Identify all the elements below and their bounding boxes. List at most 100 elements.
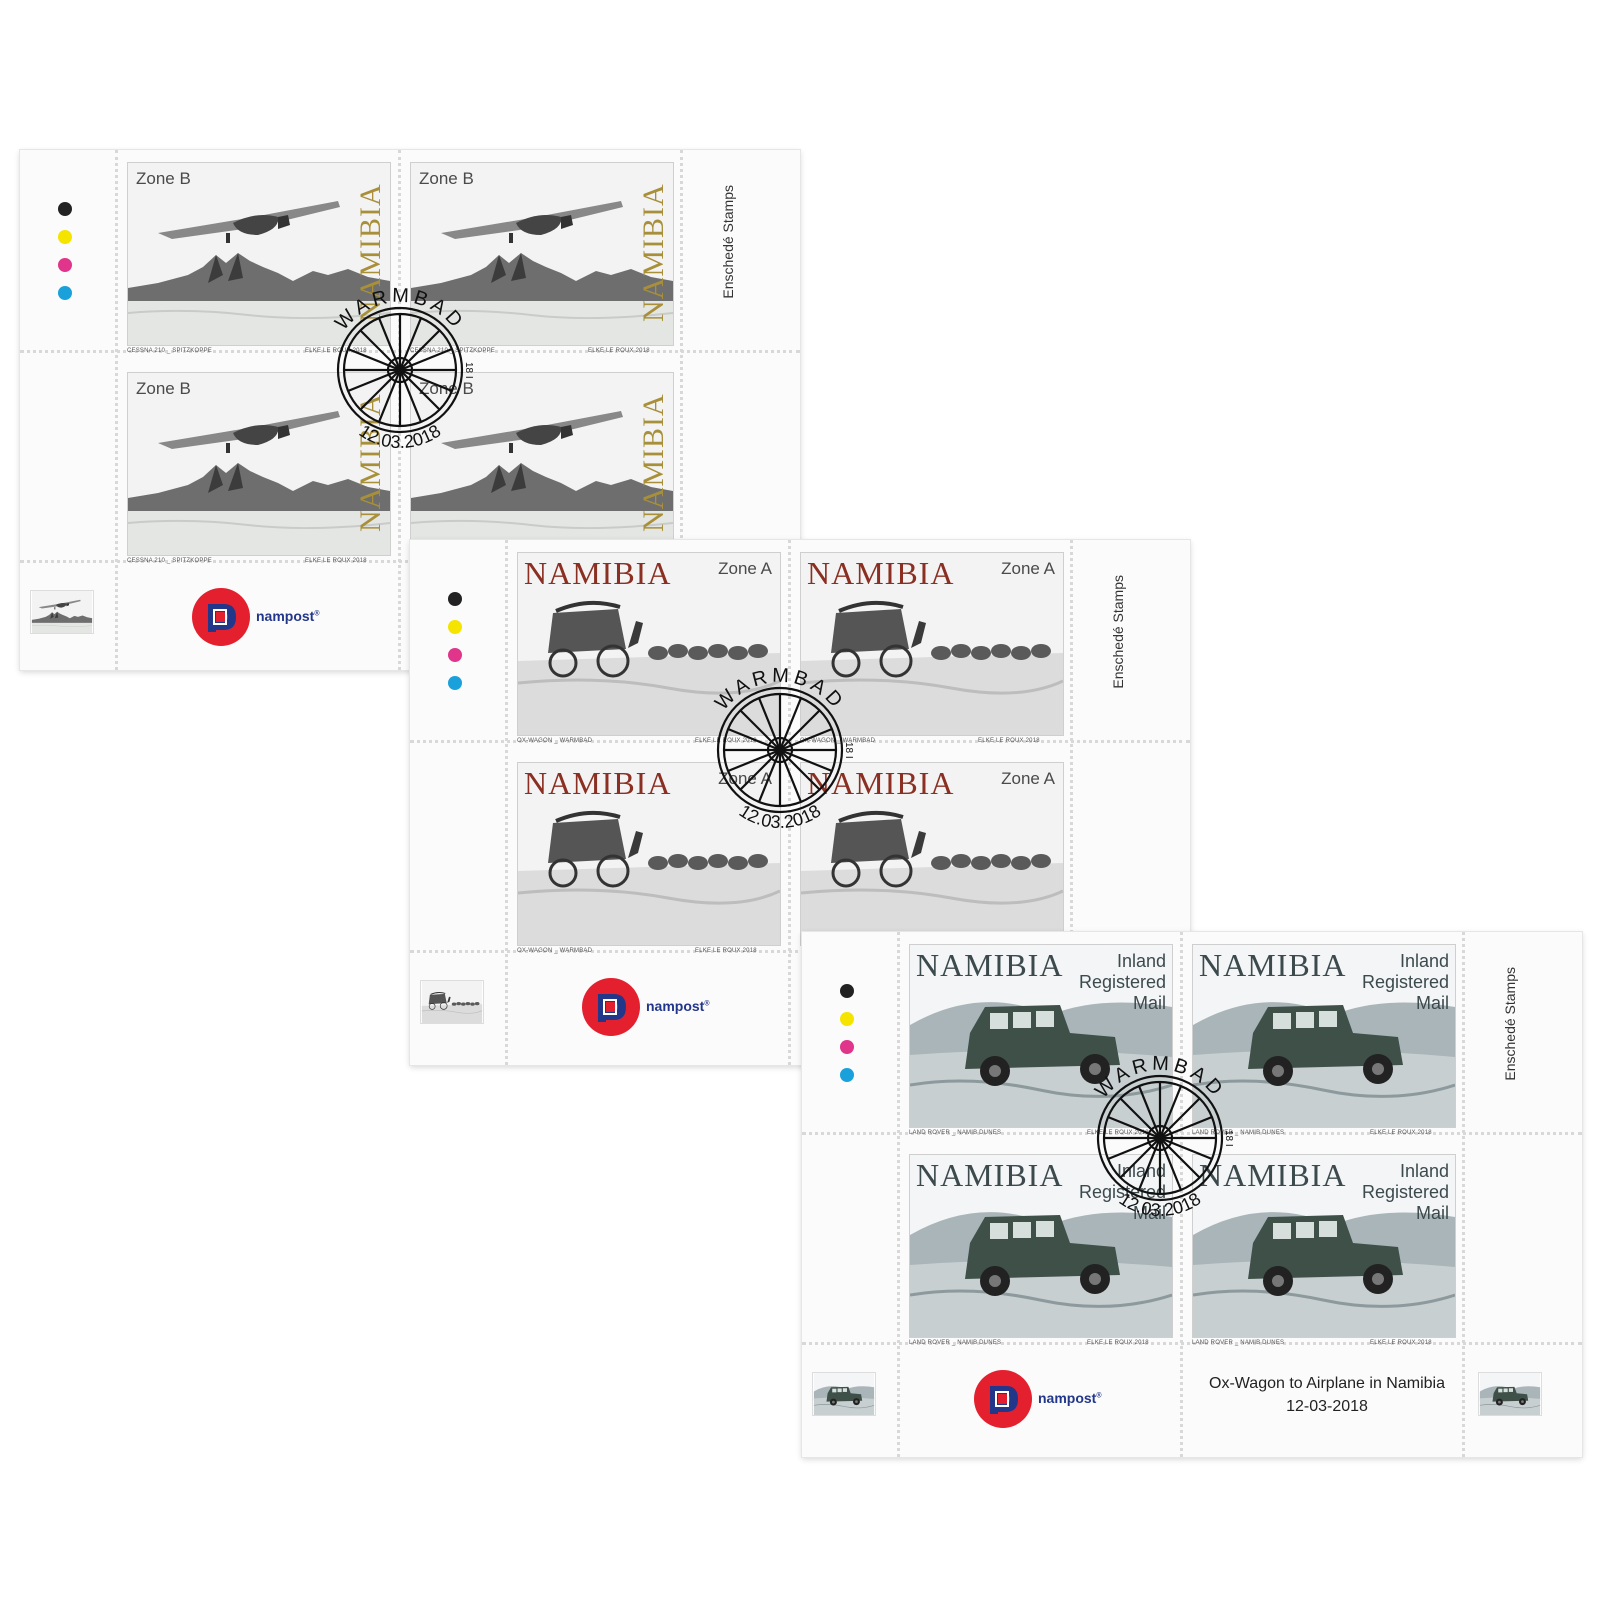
color-bar-yellow [448,620,462,634]
stamp: NAMIBIA Inland Registered Mail [1192,944,1456,1128]
artist-caption: ELKE LE ROUX 2018 [1087,1130,1149,1136]
service-label: Inland Registered Mail [1079,1161,1166,1224]
perforation-vertical [1180,932,1183,1457]
stamp: NAMIBIA Zone A [517,552,781,736]
country-name: NAMIBIA [354,183,387,323]
zone-label: Zone B [136,379,191,398]
country-name: NAMIBIA [524,555,672,591]
color-bar-yellow [840,1012,854,1026]
nampost-icon [990,1386,1018,1414]
zone-label: Zone B [419,379,474,398]
service-label-line: Registered [1361,1182,1449,1202]
artist-caption: ELKE LE ROUX 2018 [695,948,757,954]
service-label-line: Inland [1399,1161,1449,1181]
cessna-aircraft-illustration [411,163,673,345]
artist-caption: ELKE LE ROUX 2018 [305,348,367,354]
stamp: NAMIBIA Zone A [800,552,1064,736]
perforation-vertical [897,932,900,1457]
color-bar-yellow [58,230,72,244]
artist-caption: ELKE LE ROUX 2018 [978,738,1040,744]
service-label: Inland Registered Mail [1362,951,1449,1014]
subject-caption: LAND ROVER _ NAMIB DUNES [909,1130,1002,1136]
country-name: NAMIBIA [524,765,672,801]
issue-title: Ox-Wagon to Airplane in Namibia [1209,1375,1445,1392]
zone-label: Zone B [419,169,474,188]
service-label-line: Inland [1116,951,1166,971]
nampost-wordmark: nampost® [256,608,320,624]
country-name: NAMIBIA [916,1157,1064,1193]
service-label: Inland Registered Mail [1079,951,1166,1014]
subject-caption: OX-WAGON _ WARMBAD [517,948,593,954]
perforation-horizontal [802,1342,1582,1345]
miniature-artwork [813,1373,875,1415]
subject-caption: OX-WAGON _ WARMBAD [517,738,593,744]
stamp: Zone B NAMIBIA [127,162,391,346]
stamp: NAMIBIA Inland Registered Mail [909,1154,1173,1338]
perforation-vertical [788,540,791,1065]
perforation-vertical [115,150,118,670]
artist-caption: ELKE LE ROUX 2018 [1087,1340,1149,1346]
nampost-icon [598,994,626,1022]
miniature-artwork [31,591,93,633]
zone-label: Zone B [136,169,191,188]
service-label: Inland Registered Mail [1362,1161,1449,1224]
perforation-vertical [680,150,683,670]
subject-caption: LAND ROVER _ NAMIB DUNES [1192,1340,1285,1346]
subject-caption: OX-WAGON _ WARMBAD [800,738,876,744]
country-name: NAMIBIA [1199,1157,1347,1193]
color-bar-black [58,202,72,216]
artist-caption: ELKE LE ROUX 2018 [588,348,650,354]
country-name: NAMIBIA [807,555,955,591]
service-label-line: Registered [1361,972,1449,992]
zone-label: Zone A [718,559,772,578]
subject-caption: LAND ROVER _ NAMIB DUNES [909,1340,1002,1346]
service-label-line: Mail [1132,993,1166,1013]
stamp: Zone B NAMIBIA [410,372,674,556]
nampost-logo [974,1370,1032,1428]
stamp: NAMIBIA Zone A [517,762,781,946]
miniature-thumbnail [420,980,484,1024]
printer-imprint: Enschedé Stamps [1110,575,1126,689]
color-bar-magenta [448,648,462,662]
stamp: Zone B NAMIBIA [410,162,674,346]
service-label-line: Mail [1415,1203,1449,1223]
artist-caption: ELKE LE ROUX 2018 [1370,1340,1432,1346]
cessna-aircraft-illustration [128,163,390,345]
service-label-line: Registered [1078,1182,1166,1202]
country-name: NAMIBIA [807,765,955,801]
cessna-aircraft-illustration [411,373,673,555]
zone-label: Zone A [718,769,772,788]
service-label-line: Mail [1132,1203,1166,1223]
color-bar-cyan [840,1068,854,1082]
perforation-vertical [398,150,401,670]
nampost-logo [582,978,640,1036]
perforation-vertical [1462,932,1465,1457]
color-bar-magenta [58,258,72,272]
service-label-line: Mail [1415,993,1449,1013]
subject-caption: CESSNA 210 _ SPITZKOPPE [127,558,212,564]
nampost-icon [208,604,236,632]
artist-caption: ELKE LE ROUX 2018 [695,738,757,744]
subject-caption: CESSNA 210 _ SPITZKOPPE [410,348,495,354]
service-label-line: Inland [1399,951,1449,971]
country-name: NAMIBIA [916,947,1064,983]
zone-label: Zone A [1001,559,1055,578]
printer-imprint: Enschedé Stamps [720,185,736,299]
issue-date: 12-03-2018 [1286,1398,1368,1415]
color-bar-magenta [840,1040,854,1054]
country-name: NAMIBIA [1199,947,1347,983]
color-bar-cyan [58,286,72,300]
issue-caption: Ox-Wagon to Airplane in Namibia 12-03-20… [1192,1372,1462,1418]
artist-caption: ELKE LE ROUX 2018 [1370,1130,1432,1136]
service-label-line: Registered [1078,972,1166,992]
miniature-artwork [1479,1373,1541,1415]
miniature-thumbnail [812,1372,876,1416]
country-name: NAMIBIA [354,393,387,533]
nampost-wordmark: nampost® [1038,1390,1102,1406]
stamp: NAMIBIA Inland Registered Mail [1192,1154,1456,1338]
printer-imprint: Enschedé Stamps [1502,967,1518,1081]
miniature-thumbnail [1478,1372,1542,1416]
perforation-vertical [505,540,508,1065]
zone-label: Zone A [1001,769,1055,788]
stamp-sheet-land-rover: NAMIBIA Inland Registered Mail LAND ROVE… [802,932,1582,1457]
